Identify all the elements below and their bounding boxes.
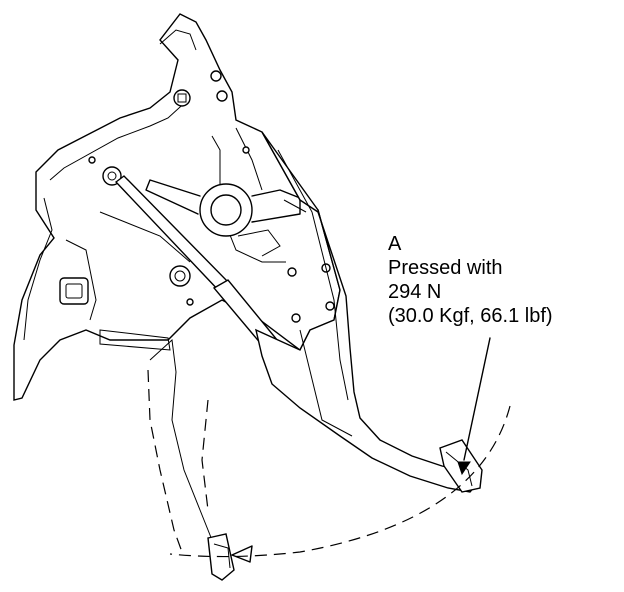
mounting-bolts [88,70,335,323]
pedal-arm [254,131,481,493]
force-arrow [457,337,491,476]
callout-line-3: (30.0 Kgf, 66.1 lbf) [388,305,553,327]
travel-arc [169,405,511,563]
pedal-pressed-position [147,338,235,581]
force-callout: A Pressed with 294 N (30.0 Kgf, 66.1 lbf… [388,232,553,328]
pedal-bracket [13,13,341,401]
bracket-slot [59,277,89,305]
callout-line-1: Pressed with [388,257,503,279]
pedal-pivot [145,179,301,257]
callout-line-2: 294 N [388,281,442,303]
callout-letter: A [388,233,402,255]
